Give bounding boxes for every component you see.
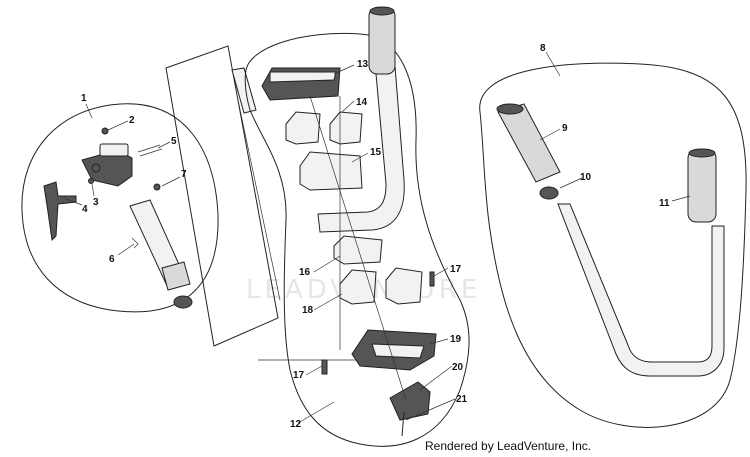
callout-16: 16 bbox=[299, 267, 311, 278]
clamp-half-right bbox=[329, 111, 363, 145]
callout-14: 14 bbox=[356, 97, 368, 108]
upper-tube-group bbox=[165, 45, 281, 347]
center-handle-group bbox=[244, 6, 470, 447]
callout-2: 2 bbox=[129, 115, 135, 126]
callout-17a: 17 bbox=[450, 264, 462, 275]
callout-20: 20 bbox=[452, 362, 464, 373]
callout-21: 21 bbox=[456, 394, 468, 405]
control-assembly-group bbox=[21, 103, 219, 313]
callout-5: 5 bbox=[171, 136, 177, 147]
callout-12: 12 bbox=[290, 419, 302, 430]
grip-9 bbox=[497, 103, 561, 183]
render-credit: Rendered by LeadVenture, Inc. bbox=[425, 439, 592, 453]
callout-7: 7 bbox=[181, 169, 187, 180]
callout-8: 8 bbox=[540, 43, 546, 54]
callout-11: 11 bbox=[659, 198, 670, 209]
leader-lines bbox=[63, 51, 691, 424]
clamp-lower bbox=[333, 235, 383, 265]
callout-17b: 17 bbox=[293, 370, 305, 381]
control-lever bbox=[43, 181, 77, 242]
side-handle-grip bbox=[687, 149, 717, 223]
clamp-half-lower-right bbox=[385, 267, 423, 305]
foot-bracket bbox=[389, 381, 431, 421]
callout-1: 1 bbox=[81, 93, 87, 104]
side-handle-group bbox=[479, 62, 747, 428]
callout-9: 9 bbox=[562, 123, 568, 134]
clamp-mid bbox=[299, 151, 363, 191]
control-bracket bbox=[99, 143, 129, 157]
callout-18: 18 bbox=[302, 305, 314, 316]
spring-pin bbox=[137, 144, 163, 157]
clamp-half-left bbox=[285, 111, 321, 145]
callout-13: 13 bbox=[357, 59, 369, 70]
callout-19: 19 bbox=[450, 334, 462, 345]
callout-15: 15 bbox=[370, 147, 382, 158]
callout-3: 3 bbox=[93, 197, 99, 208]
side-handlebar-tube bbox=[557, 203, 725, 377]
callout-6: 6 bbox=[109, 254, 115, 265]
handle-grip-end bbox=[161, 261, 191, 291]
center-handlebar-tube bbox=[317, 27, 405, 233]
callout-4: 4 bbox=[82, 204, 88, 215]
callout-10: 10 bbox=[580, 172, 592, 183]
center-handlebar-grip bbox=[368, 7, 396, 75]
callout-labels: 1 2 3 4 5 6 7 8 9 10 11 12 13 14 15 16 1… bbox=[81, 43, 670, 430]
